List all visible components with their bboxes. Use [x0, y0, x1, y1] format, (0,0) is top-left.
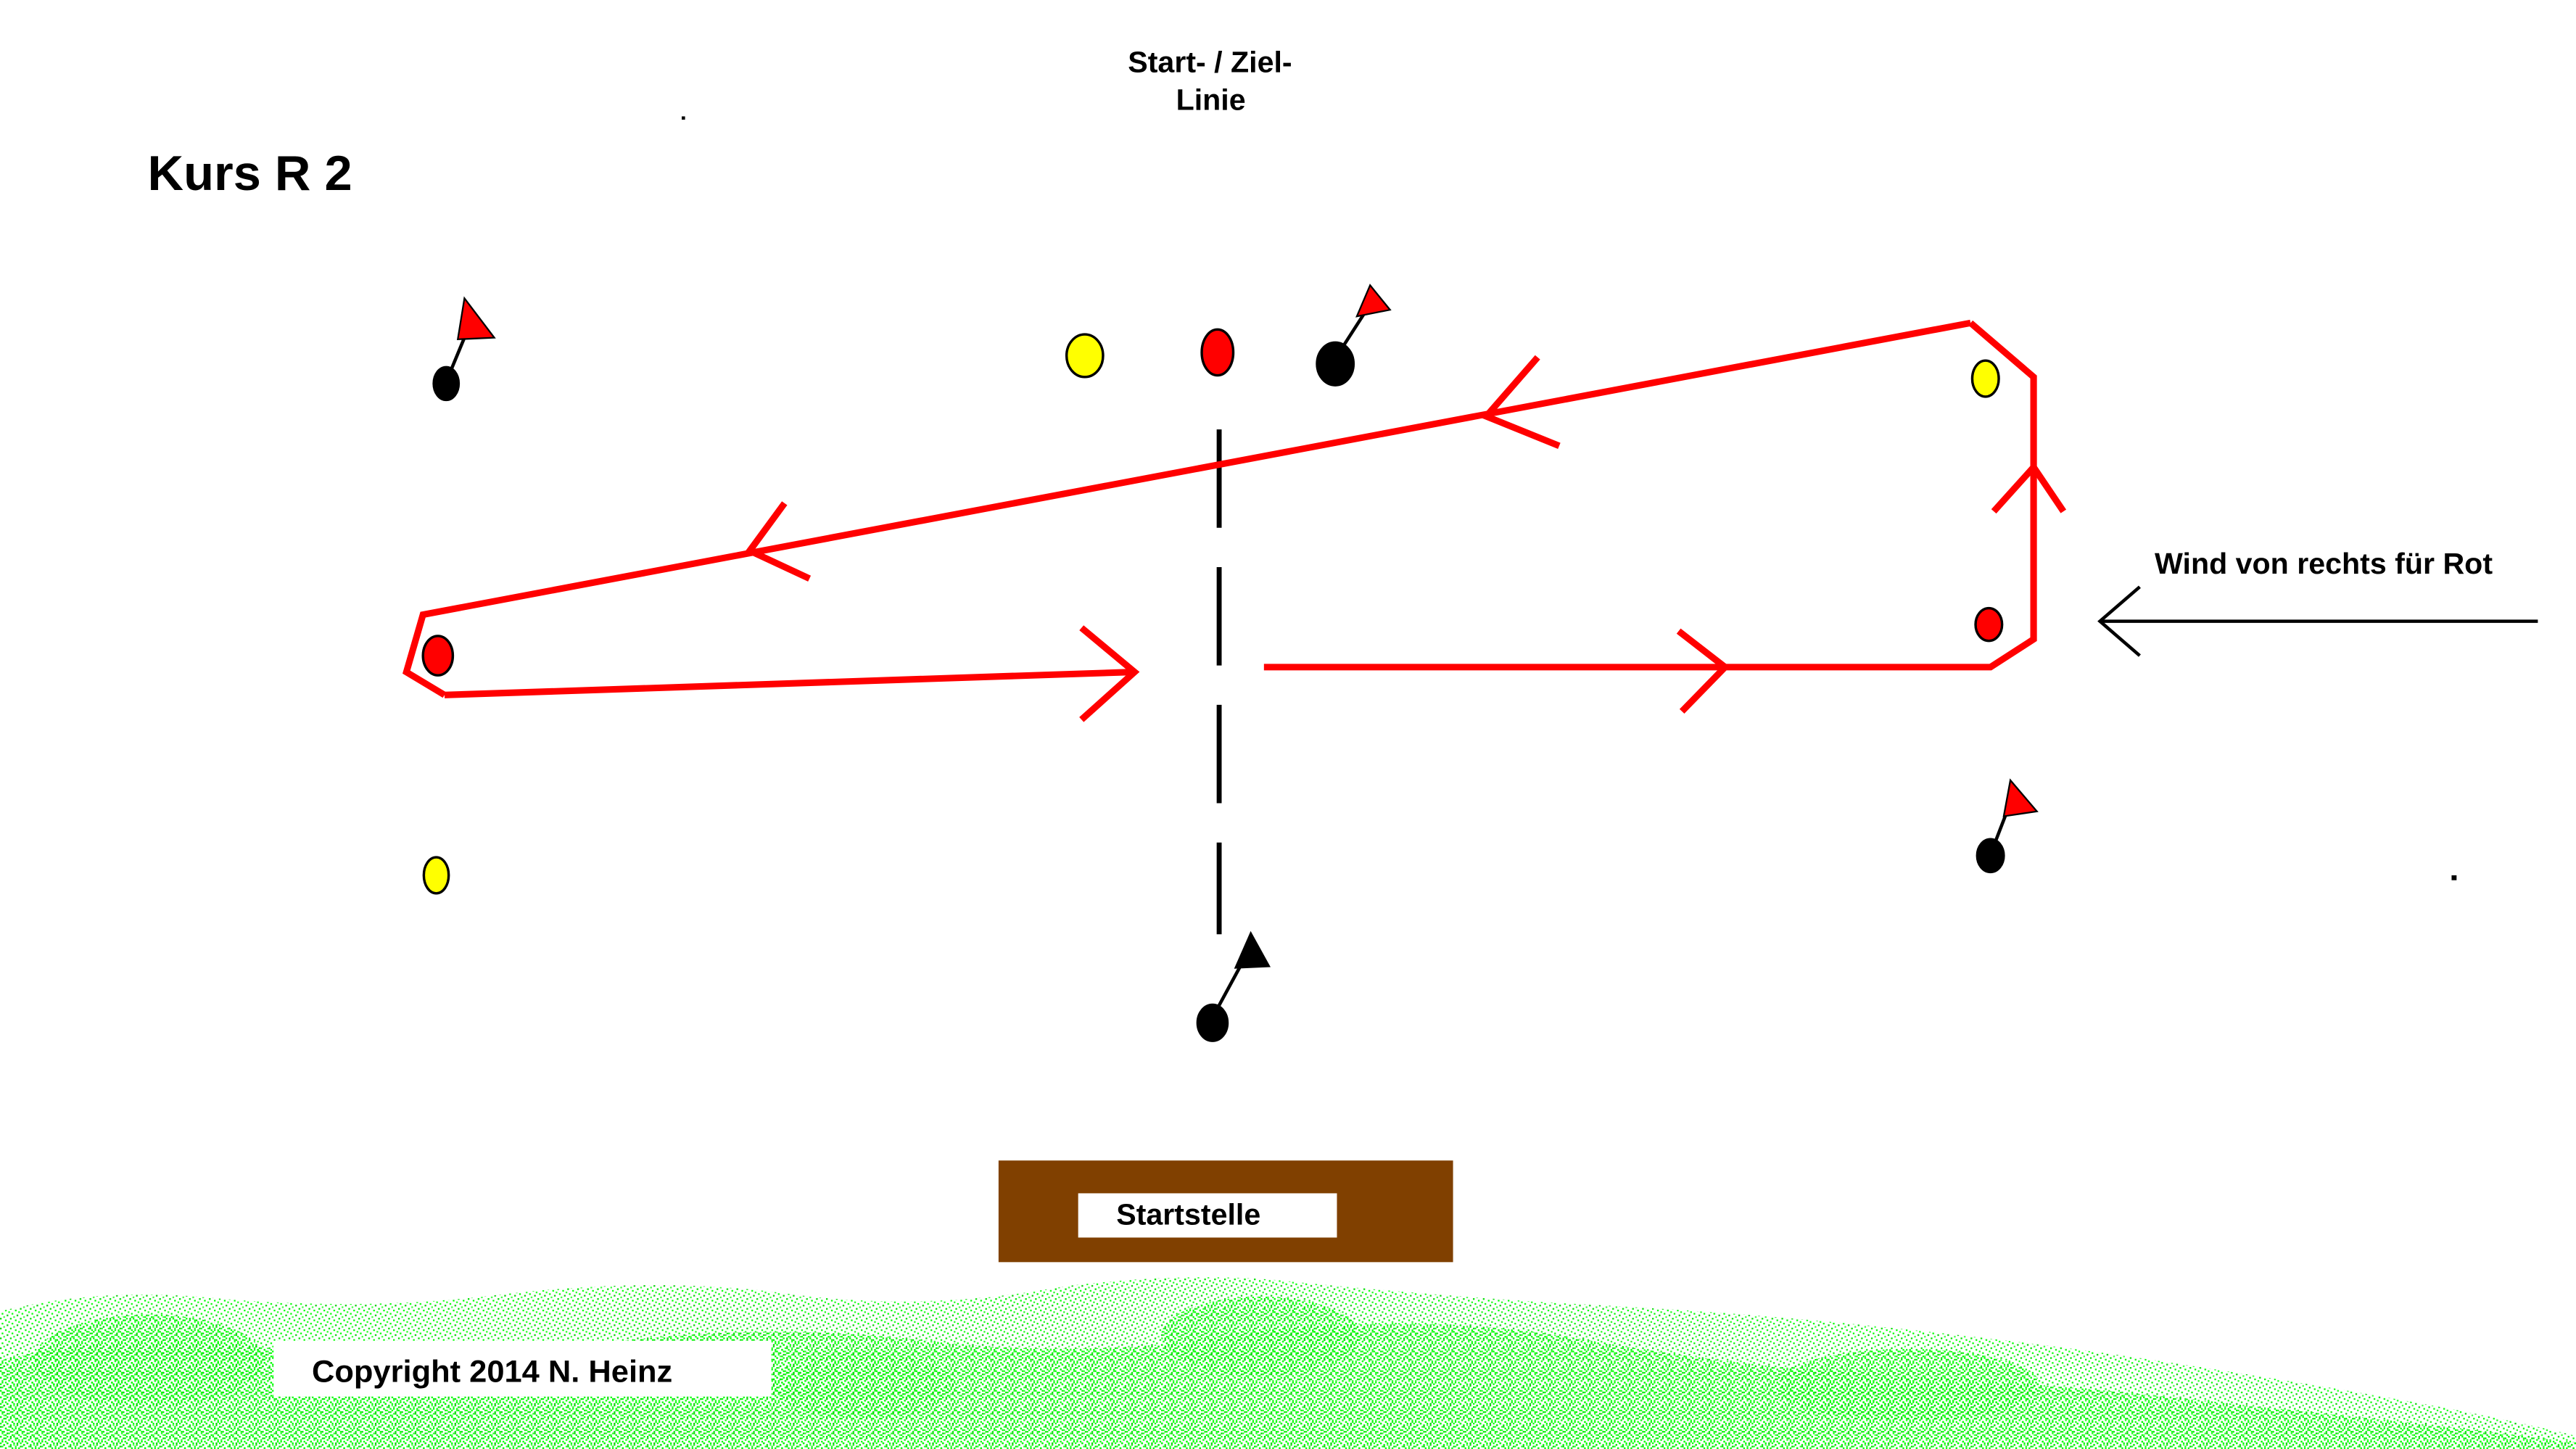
buoy-black-top — [1316, 341, 1355, 387]
buoy-red-left — [421, 635, 455, 677]
buoy-yellow-top — [1065, 333, 1105, 379]
buoy-red-top — [1200, 328, 1235, 377]
flag-black-bottom-icon — [1234, 930, 1271, 969]
copyright-text: Copyright 2014 N. Heinz — [312, 1355, 672, 1390]
flag-pole-right — [1992, 810, 2009, 847]
course-path — [402, 319, 2067, 722]
start-finish-label-line2: Linie — [1176, 83, 1246, 117]
buoy-black-right — [1976, 838, 2005, 874]
flag-pole-top-left — [447, 337, 466, 375]
wind-indicator: Wind von rechts für Rot — [2097, 547, 2538, 657]
buoy-red-right — [1974, 606, 2004, 643]
buoy-black-bottom — [1196, 1003, 1229, 1042]
flag-pole-top-center — [1339, 313, 1365, 352]
flag-red-top-center-icon — [1355, 284, 1392, 318]
arrow-upper-right-icon — [1480, 355, 1561, 449]
wind-label: Wind von rechts für Rot — [2155, 547, 2493, 580]
course-lower-right-leg — [1263, 320, 2037, 671]
buoys — [421, 328, 2005, 1042]
wind-arrow-icon — [2097, 585, 2141, 657]
launch-area-label: Startstelle — [1116, 1198, 1260, 1231]
launch-area: Startstelle — [998, 1160, 1453, 1263]
page-title: Kurs R 2 — [148, 146, 352, 202]
arrow-lower-left-icon — [1079, 625, 1140, 722]
speck-right — [2451, 875, 2457, 880]
buoy-yellow-left — [422, 856, 450, 895]
flags — [447, 284, 2039, 1012]
buoy-black-top-left — [432, 366, 461, 402]
speck-top — [682, 116, 685, 120]
start-finish-label-line1: Start- / Ziel- — [1128, 46, 1292, 79]
course-lower-left-leg — [444, 669, 1132, 698]
arrow-lower-right-icon — [1676, 628, 1730, 714]
flag-red-top-left-icon — [456, 296, 496, 341]
course-upper-leg — [402, 319, 1972, 698]
flag-red-right-icon — [2002, 778, 2039, 817]
arrow-upper-left-icon — [744, 501, 812, 582]
flag-pole-bottom — [1214, 965, 1242, 1012]
launch-area-label-box — [1078, 1193, 1337, 1238]
buoy-yellow-right — [1970, 359, 2000, 398]
copyright-box — [273, 1340, 772, 1397]
arrow-right-side-icon — [1991, 461, 2067, 514]
